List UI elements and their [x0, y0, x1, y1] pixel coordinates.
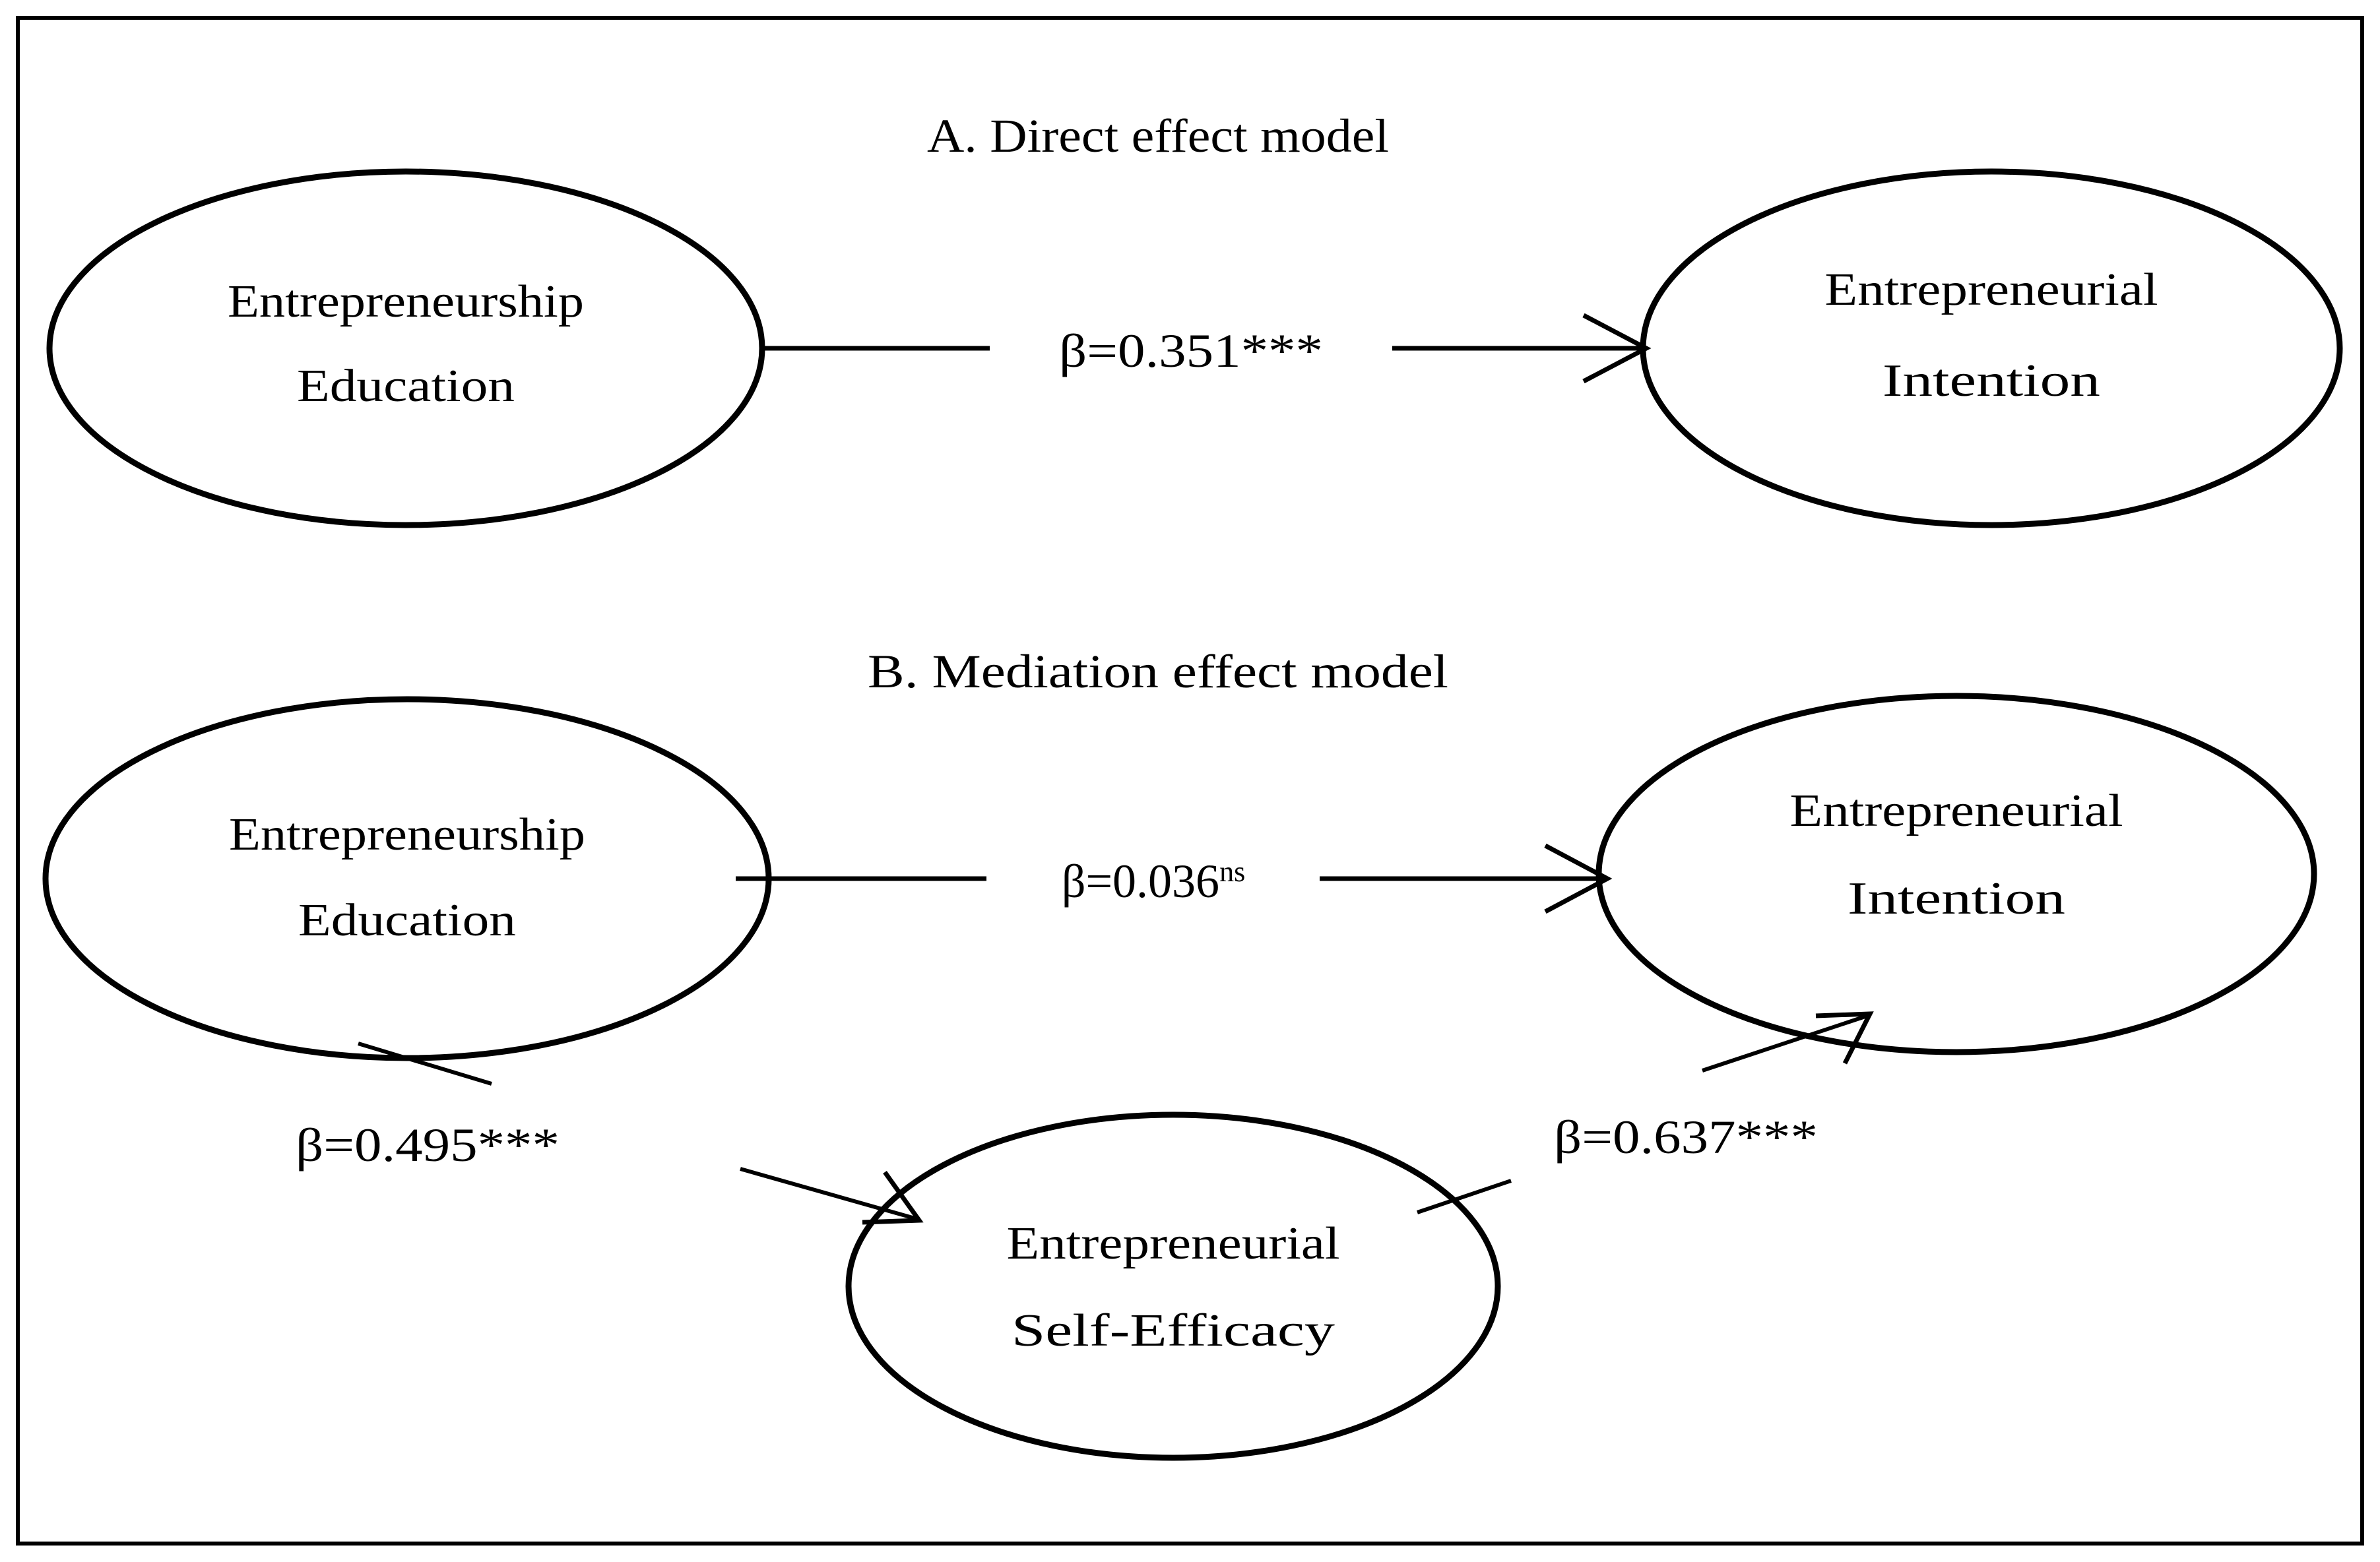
- node-label-line2: Self-Efficacy: [1012, 1305, 1335, 1356]
- edge-segment-lower: [740, 1167, 918, 1221]
- node-label-line2: Intention: [1882, 356, 2100, 406]
- edge-label-beta-351: β=0.351***: [1059, 325, 1323, 377]
- arrowhead-icon: [862, 1170, 924, 1225]
- edge-a-ee-to-ei: β=0.351***: [760, 313, 1652, 384]
- node-entrepreneurial-intention-b: Entrepreneurial Intention: [1595, 693, 2317, 1055]
- node-label-line1: Entrepreneurial: [1825, 265, 2158, 315]
- node-label-line2: Intention: [1848, 873, 2065, 924]
- panel-b: B. Mediation effect model Entrepreneursh…: [42, 645, 2317, 1461]
- node-entrepreneurial-self-efficacy-b: Entrepreneurial Self-Efficacy: [845, 1111, 1501, 1461]
- node-label-line1: Entrepreneurship: [228, 276, 584, 327]
- edge-label-beta-495: β=0.495***: [296, 1119, 560, 1172]
- node-label-line1: Entrepreneurial: [1007, 1218, 1340, 1269]
- edge-label-beta-036: β=0.036ns: [1062, 855, 1245, 908]
- node-entrepreneurship-education-b: Entrepreneurship Education: [42, 696, 772, 1061]
- edge-segment-upper: [1702, 1014, 1868, 1073]
- ellipse-shape: [845, 1111, 1501, 1461]
- edge-label-superscript: ns: [1219, 856, 1245, 888]
- edge-b-ee-to-ese: β=0.495***: [296, 1042, 924, 1225]
- edge-label-beta-637: β=0.637***: [1554, 1111, 1818, 1164]
- arrowhead-icon: [1815, 1011, 1874, 1065]
- node-entrepreneurial-intention-a: Entrepreneurial Intention: [1640, 168, 2343, 528]
- edge-segment-upper: [358, 1042, 492, 1086]
- arrowhead-icon: [1582, 313, 1652, 384]
- edge-b-ese-to-ei: β=0.637***: [1417, 1011, 1874, 1214]
- ellipse-shape: [1640, 168, 2343, 528]
- node-entrepreneurship-education-a: Entrepreneurship Education: [46, 168, 765, 528]
- arrowhead-icon: [1544, 843, 1613, 914]
- node-label-line1: Entrepreneurship: [229, 809, 585, 860]
- figure-frame: [16, 16, 2364, 1546]
- ellipse-shape: [42, 696, 772, 1061]
- panel-a-title: A. Direct effect model: [927, 109, 1389, 162]
- edge-b-ee-to-ei: β=0.036ns: [736, 843, 1613, 914]
- node-label-line2: Education: [297, 361, 515, 412]
- panel-b-title: B. Mediation effect model: [868, 645, 1448, 698]
- node-label-line1: Entrepreneurial: [1790, 786, 2123, 836]
- node-label-line2: Education: [298, 895, 516, 946]
- ellipse-shape: [46, 168, 765, 528]
- edge-segment-lower: [1417, 1179, 1512, 1214]
- edge-label-coefficient: β=0.036: [1062, 855, 1219, 908]
- panel-a: A. Direct effect model Entrepreneurship …: [46, 109, 2343, 528]
